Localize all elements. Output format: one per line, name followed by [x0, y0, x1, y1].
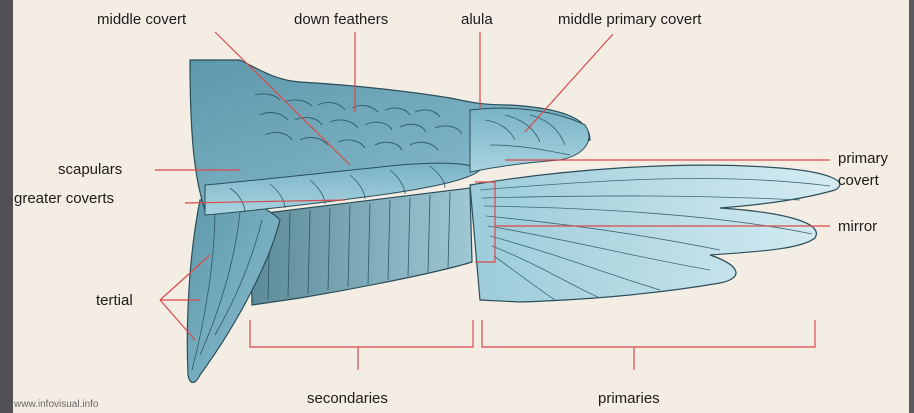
primaries-feathers — [470, 165, 840, 302]
label-primary-covert-line1: primary — [838, 150, 888, 168]
label-down-feathers: down feathers — [294, 11, 388, 29]
label-primaries: primaries — [598, 390, 660, 408]
label-primary-covert-line2: covert — [838, 172, 879, 190]
label-greater-coverts: greater coverts — [14, 190, 114, 208]
label-secondaries: secondaries — [307, 390, 388, 408]
label-tertial: tertial — [96, 292, 133, 310]
label-mirror: mirror — [838, 218, 877, 236]
label-scapulars: scapulars — [58, 161, 122, 179]
label-middle-primary-covert: middle primary covert — [558, 11, 701, 29]
credit-text: www.infovisual.info — [14, 399, 98, 410]
label-alula: alula — [461, 11, 493, 29]
label-middle-covert: middle covert — [97, 11, 186, 29]
